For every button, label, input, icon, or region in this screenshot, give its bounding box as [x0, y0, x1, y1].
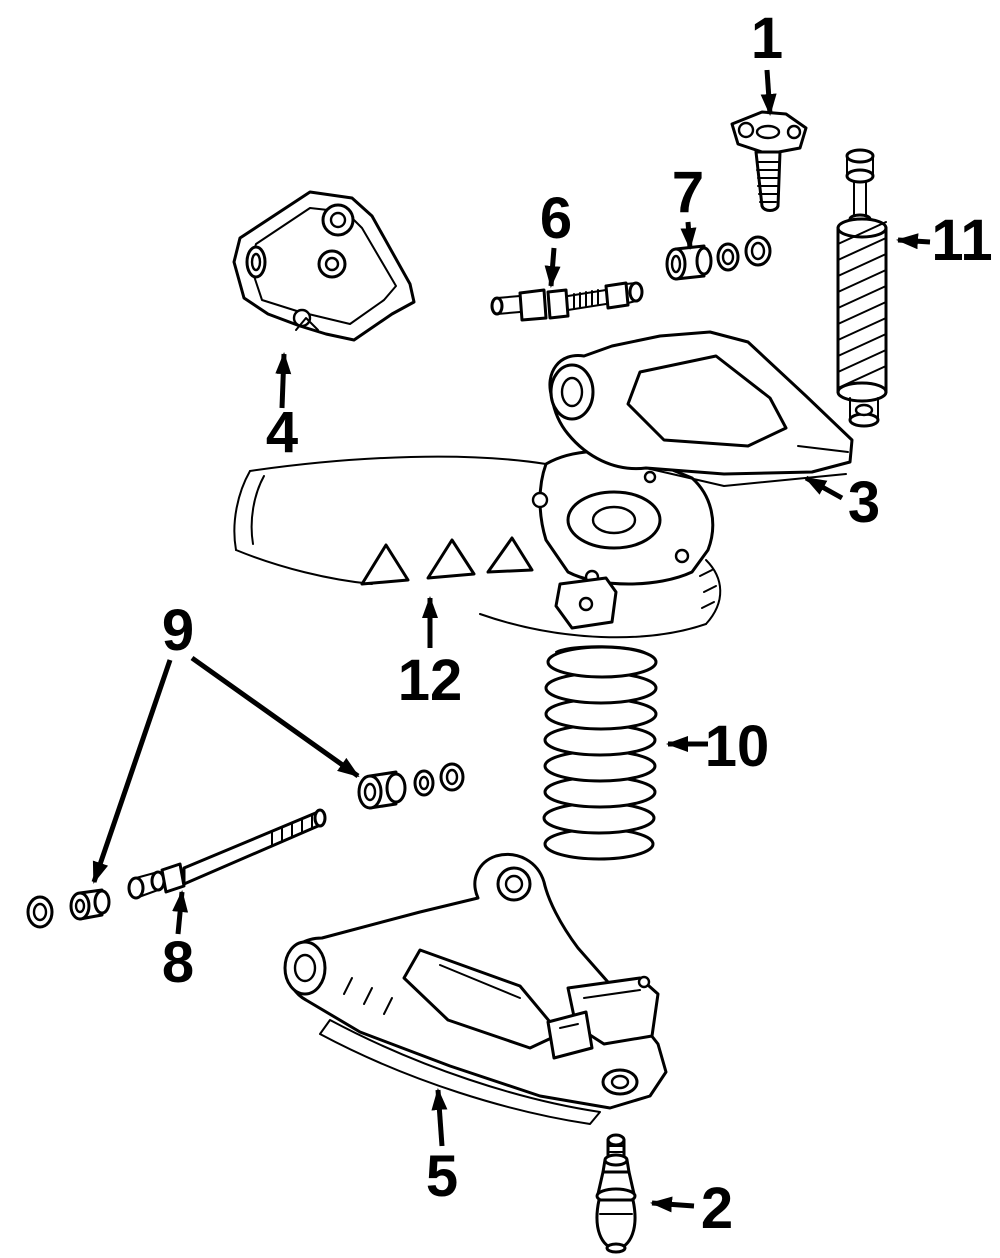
callout-7-arrow	[680, 221, 697, 250]
part-mounting-bracket	[232, 190, 416, 342]
callout-2: 2	[650, 1176, 733, 1241]
callout-4-label: 4	[266, 400, 298, 465]
callout-10: 10	[666, 714, 770, 779]
callout-12-label: 12	[398, 648, 463, 713]
callout-1-label: 1	[751, 6, 783, 71]
callout-2-arrow	[650, 1196, 695, 1213]
callout-3-arrow	[804, 475, 844, 501]
callout-5-arrow	[431, 1088, 448, 1147]
callout-6-label: 6	[540, 186, 572, 251]
callout-1-arrow	[760, 69, 777, 116]
part-lower-control-arm-shaft	[127, 808, 327, 900]
part-upper-control-arm-shaft	[490, 281, 644, 322]
callout-9-label: 9	[162, 598, 194, 663]
callouts: 1 7 6 11 4 3 12 9	[91, 6, 993, 1241]
callout-9: 9	[91, 598, 360, 884]
callout-8-label: 8	[162, 930, 194, 995]
part-frame-crossmember	[233, 449, 722, 639]
callout-11-arrow	[896, 233, 931, 250]
part-upper-ball-joint	[730, 110, 808, 212]
callout-8: 8	[162, 890, 194, 995]
part-coil-spring	[542, 645, 658, 861]
callout-9-arrow-a	[190, 655, 360, 779]
part-lower-control-arm	[283, 853, 668, 1125]
part-upper-control-arm	[548, 330, 854, 487]
callout-4-arrow	[275, 352, 292, 409]
callout-6-arrow	[544, 247, 561, 288]
callout-6: 6	[540, 186, 572, 288]
part-bushing-washer-kit	[665, 235, 772, 281]
callout-4: 4	[266, 352, 298, 465]
part-shock-absorber	[836, 148, 888, 428]
callout-12: 12	[398, 596, 463, 713]
callout-7: 7	[672, 160, 704, 250]
callout-11-label: 11	[931, 208, 992, 273]
callout-2-label: 2	[701, 1176, 733, 1241]
callout-1: 1	[751, 6, 783, 116]
callout-11: 11	[896, 208, 993, 273]
callout-9-arrow-b	[91, 659, 173, 884]
callout-5: 5	[426, 1088, 458, 1209]
part-bushings-middle	[357, 762, 465, 810]
callout-7-label: 7	[672, 160, 704, 225]
callout-3-label: 3	[848, 470, 880, 535]
callout-5-label: 5	[426, 1144, 458, 1209]
part-bushings-lower-left	[26, 888, 111, 929]
callout-3: 3	[804, 470, 880, 535]
callout-8-arrow	[172, 890, 189, 935]
part-lower-ball-joint	[595, 1133, 637, 1254]
callout-10-label: 10	[705, 714, 770, 779]
